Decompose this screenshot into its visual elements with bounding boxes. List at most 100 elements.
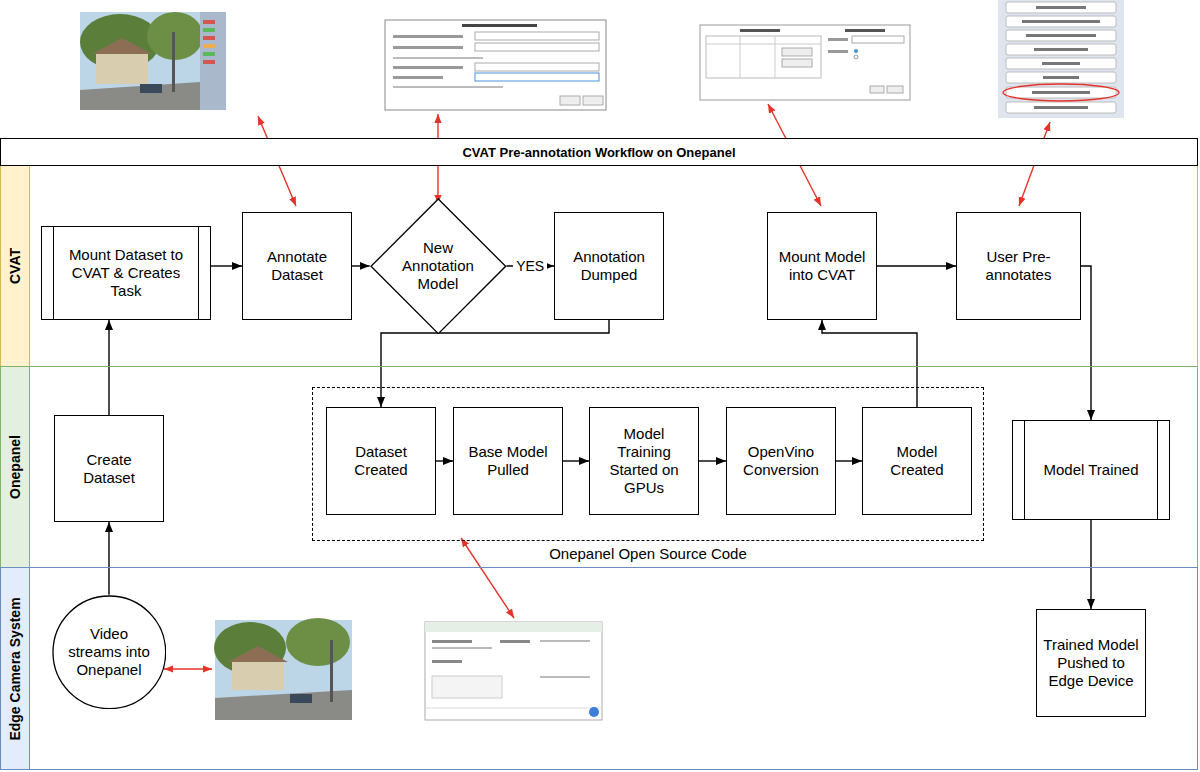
annotation-panel: [200, 12, 226, 110]
photo-pole: [330, 640, 333, 702]
box-label: Model Training Started on GPUs: [596, 425, 692, 497]
button-text-bar: [1034, 106, 1088, 109]
circle-shape: [53, 596, 166, 709]
photo-sky: [80, 12, 226, 110]
models-button: [870, 86, 884, 93]
box-label: User Pre-annotates: [963, 248, 1074, 284]
process-box: Annotate Dataset: [242, 212, 352, 320]
flow-arrow: [211, 265, 242, 266]
dialog-input: [475, 73, 599, 81]
dialog-input: [475, 32, 599, 40]
diagram-title: CVAT Pre-annotation Workflow on Onepanel: [462, 145, 735, 160]
dashboard-text-bar: [540, 676, 590, 678]
box-label: Annotate Dataset: [249, 248, 345, 284]
button-text-bar: [1022, 20, 1100, 23]
panel-bar: [203, 52, 215, 56]
process-box: Create Dataset: [54, 415, 164, 522]
models-button: [887, 86, 903, 93]
lane-header: Onepanel: [1, 367, 30, 567]
photo-car: [290, 694, 312, 703]
photo-house: [96, 52, 148, 84]
dashed-group: Dataset Created Base Model Pulled Model Tr…: [312, 387, 984, 565]
dashboard-log-box: [432, 676, 502, 698]
subprocess-box: Mount Dataset to CVAT & Creates Task: [41, 226, 211, 320]
dashboard-text-bar: [432, 660, 462, 663]
dashboard-button: [589, 707, 599, 717]
dialog-text-bar: [393, 66, 463, 69]
panel-bar: [203, 44, 215, 48]
models-text-bar: [828, 50, 848, 53]
dashboard-header: [425, 622, 602, 632]
dashboard-footer-line: [425, 708, 602, 709]
models-table-line: [775, 36, 776, 78]
process-box: Mount Model into CVAT: [767, 212, 877, 320]
process-box: Base Model Pulled: [453, 407, 563, 515]
edge-label: YES: [513, 258, 547, 274]
models-table-line: [706, 44, 821, 45]
title-band: CVAT Pre-annotation Workflow on Onepanel: [0, 138, 1198, 166]
models-heading-bar: [845, 29, 885, 32]
start-circle: Video streams into Onepanel: [52, 595, 167, 710]
models-screenshot: [700, 25, 910, 100]
box-label: Model Created: [869, 443, 965, 479]
lane-label: Onepanel: [7, 435, 23, 499]
button-text-bar: [1026, 34, 1096, 37]
panel-button: [1006, 58, 1116, 69]
panel-bar: [203, 28, 215, 32]
swimlane: Mount Dataset to CVAT & Creates Task Anno…: [0, 165, 1198, 367]
photo-roof: [92, 38, 152, 54]
models-table-line: [740, 36, 741, 78]
process-box: Trained Model Pushed to Edge Device: [1036, 609, 1146, 717]
process-box: OpenVino Conversion: [726, 407, 836, 515]
dialog-text-bar: [393, 86, 503, 88]
photo-tree: [286, 618, 350, 666]
decision-diamond: New Annotation Model: [370, 198, 507, 335]
flow-arrow: [699, 460, 726, 461]
flow-arrow: [352, 265, 370, 266]
group-label: Onepanel Open Source Code: [312, 545, 984, 563]
dialog-screenshot: [385, 20, 606, 110]
panel-button: [1006, 102, 1116, 113]
box-label: Mount Model into CVAT: [774, 248, 870, 284]
panel-button: [1006, 44, 1116, 55]
box-label: Create Dataset: [61, 451, 157, 487]
panel-button: [1006, 87, 1116, 98]
swimlane: Video streams into Onepanel Trained Model…: [0, 567, 1198, 770]
photo-roof: [228, 646, 288, 662]
box-label: Base Model Pulled: [460, 443, 556, 479]
models-table: [706, 36, 821, 78]
process-box: Model Created: [862, 407, 972, 515]
process-box: User Pre-annotates: [956, 212, 1081, 320]
button-text-bar: [1034, 48, 1088, 51]
flow-arrow: [836, 460, 862, 461]
flow-arrow: [381, 320, 609, 407]
flow-arrow: [1081, 266, 1091, 420]
button-panel: [998, 0, 1124, 118]
lane-label: CVAT: [7, 248, 23, 284]
lane-header: CVAT: [1, 166, 30, 366]
models-radio: [854, 55, 858, 59]
flow-arrow: [108, 320, 109, 415]
panel-button: [1006, 2, 1116, 13]
dialog-text-bar: [393, 35, 463, 38]
photo-car: [140, 84, 162, 93]
panel-button: [1006, 30, 1116, 41]
decision-label: New Annotation Model: [394, 239, 482, 293]
swimlane: Create Dataset Dataset Created Base Model …: [0, 366, 1198, 568]
flow-arrow: [563, 460, 589, 461]
callout-arrow: [461, 538, 514, 618]
photo-road: [80, 82, 200, 110]
highlight-ellipse: [1003, 84, 1119, 101]
dashboard-text-bar: [432, 640, 472, 643]
panel-bar: [203, 36, 215, 40]
flow-arrow: [822, 320, 917, 407]
panel-bar: [203, 60, 215, 64]
dialog-button: [560, 96, 580, 105]
process-box: Annotation Dumped: [554, 212, 664, 320]
dialog-text-bar: [393, 46, 463, 49]
subprocess-line: [53, 227, 54, 319]
models-radio: [854, 49, 858, 53]
process-box: Dataset Created: [326, 407, 436, 515]
subprocess-line: [198, 227, 199, 319]
